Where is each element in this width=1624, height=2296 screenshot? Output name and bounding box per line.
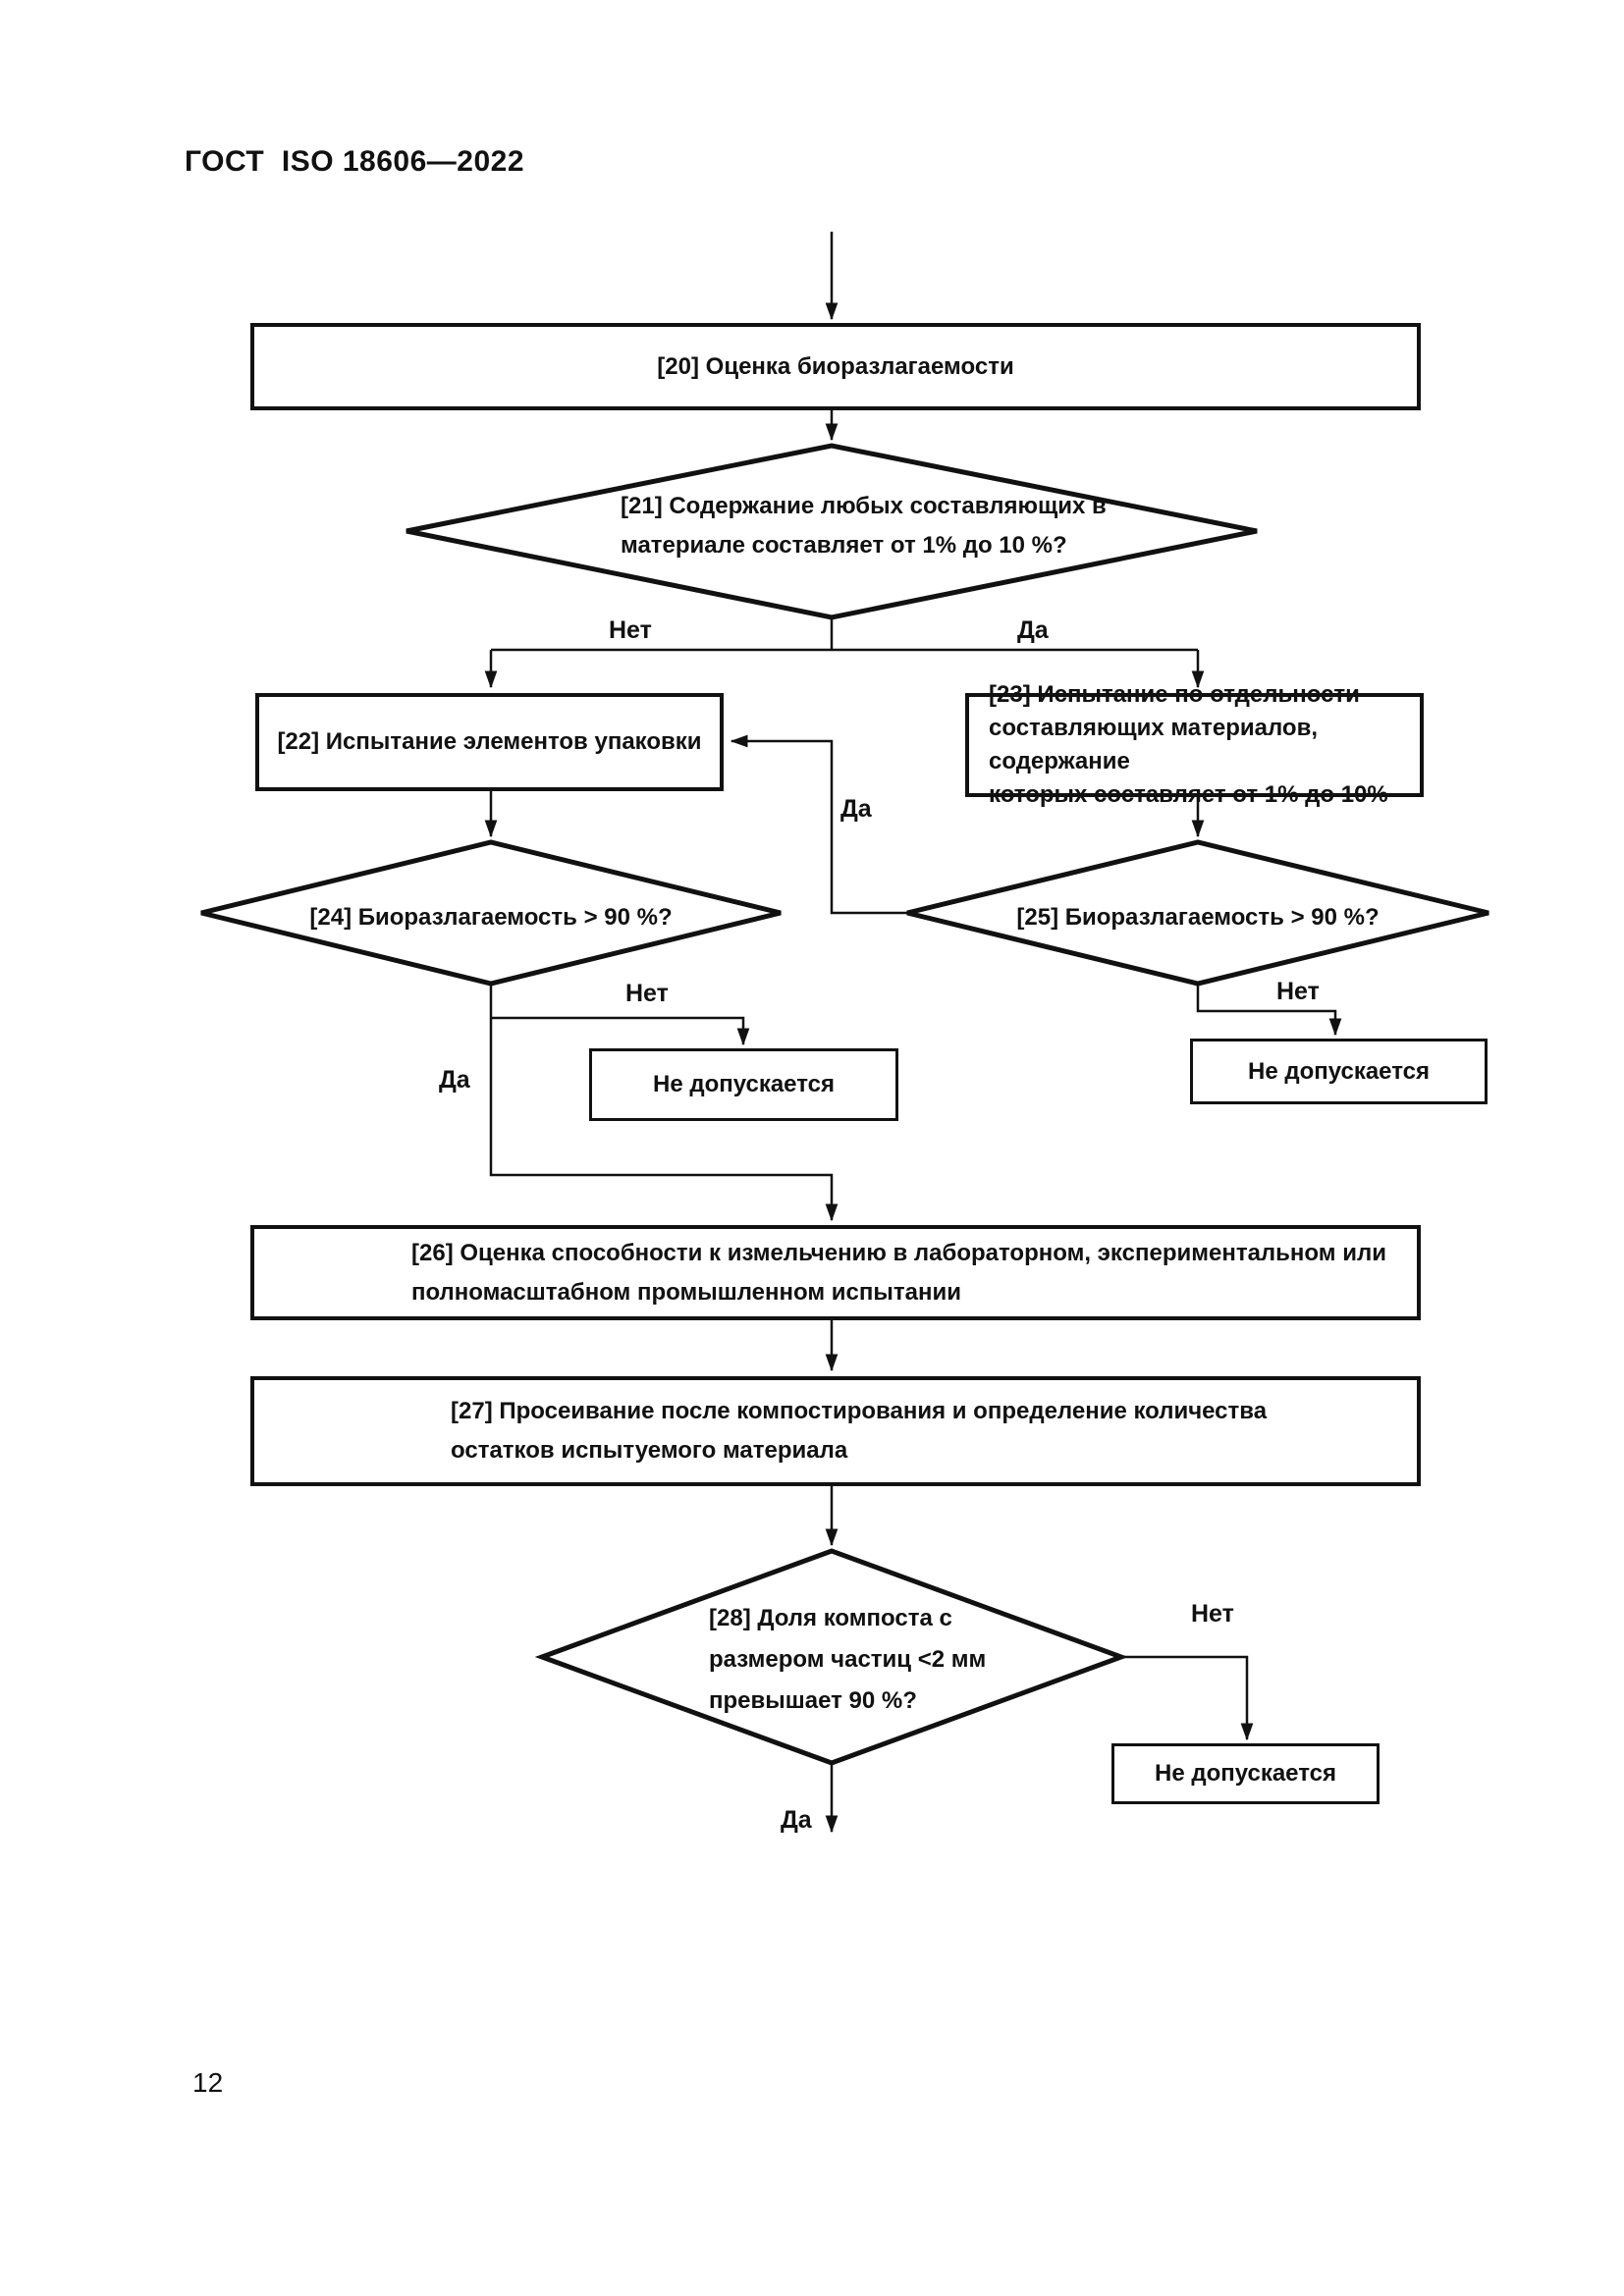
edge-24-yes-to-26 [489, 984, 839, 1222]
edge-label-no-21: Нет [609, 616, 652, 644]
decision-diamond-21 [406, 443, 1258, 620]
process-box-20: [20] Оценка биоразлагаемости [250, 323, 1421, 410]
decision-label-28: [28] Доля компоста с размером частиц <2 … [709, 1605, 987, 1714]
edge-24-no-to-reject [491, 1016, 750, 1046]
decision-label-25: [25] Биоразлагаемость > 90 %? [1016, 904, 1380, 931]
reject-box-left: Не допускается [589, 1048, 898, 1121]
edge-label-yes-21: Да [1017, 616, 1049, 644]
edge-label-yes-24: Да [439, 1066, 470, 1094]
page-number: 12 [192, 2067, 224, 2098]
edge-25-no-to-reject [1196, 984, 1342, 1037]
decision-label-24: [24] Биоразлагаемость > 90 %? [309, 904, 673, 931]
edge-label-no-28: Нет [1191, 1600, 1234, 1628]
edge-label-yes-28: Да [781, 1806, 812, 1834]
process-box-26: [26] Оценка способности к измельчению в … [250, 1225, 1421, 1320]
edge-label-no-24: Нет [625, 980, 669, 1007]
edge-28-no-to-reject [1121, 1655, 1254, 1741]
decision-diamond-24 [200, 839, 782, 987]
decision-diamond-25 [906, 839, 1489, 987]
edge-25-yes-to-22 [730, 734, 907, 915]
page-header: ГОСТ ISO 18606—2022 [185, 145, 525, 178]
process-box-22: [22] Испытание элементов упаковки [255, 693, 724, 791]
process-box-23: [23] Испытание по отдельности составляющ… [965, 681, 1424, 808]
process-box-27: [27] Просеивание после компостирования и… [250, 1376, 1421, 1486]
reject-box-right: Не допускается [1190, 1039, 1488, 1104]
edge-label-yes-25: Да [840, 795, 872, 823]
decision-label-21: [21] Содержание любых составляющих в мат… [621, 493, 1107, 559]
reject-box-bottom: Не допускается [1111, 1743, 1380, 1804]
edge-label-no-25: Нет [1276, 978, 1320, 1005]
